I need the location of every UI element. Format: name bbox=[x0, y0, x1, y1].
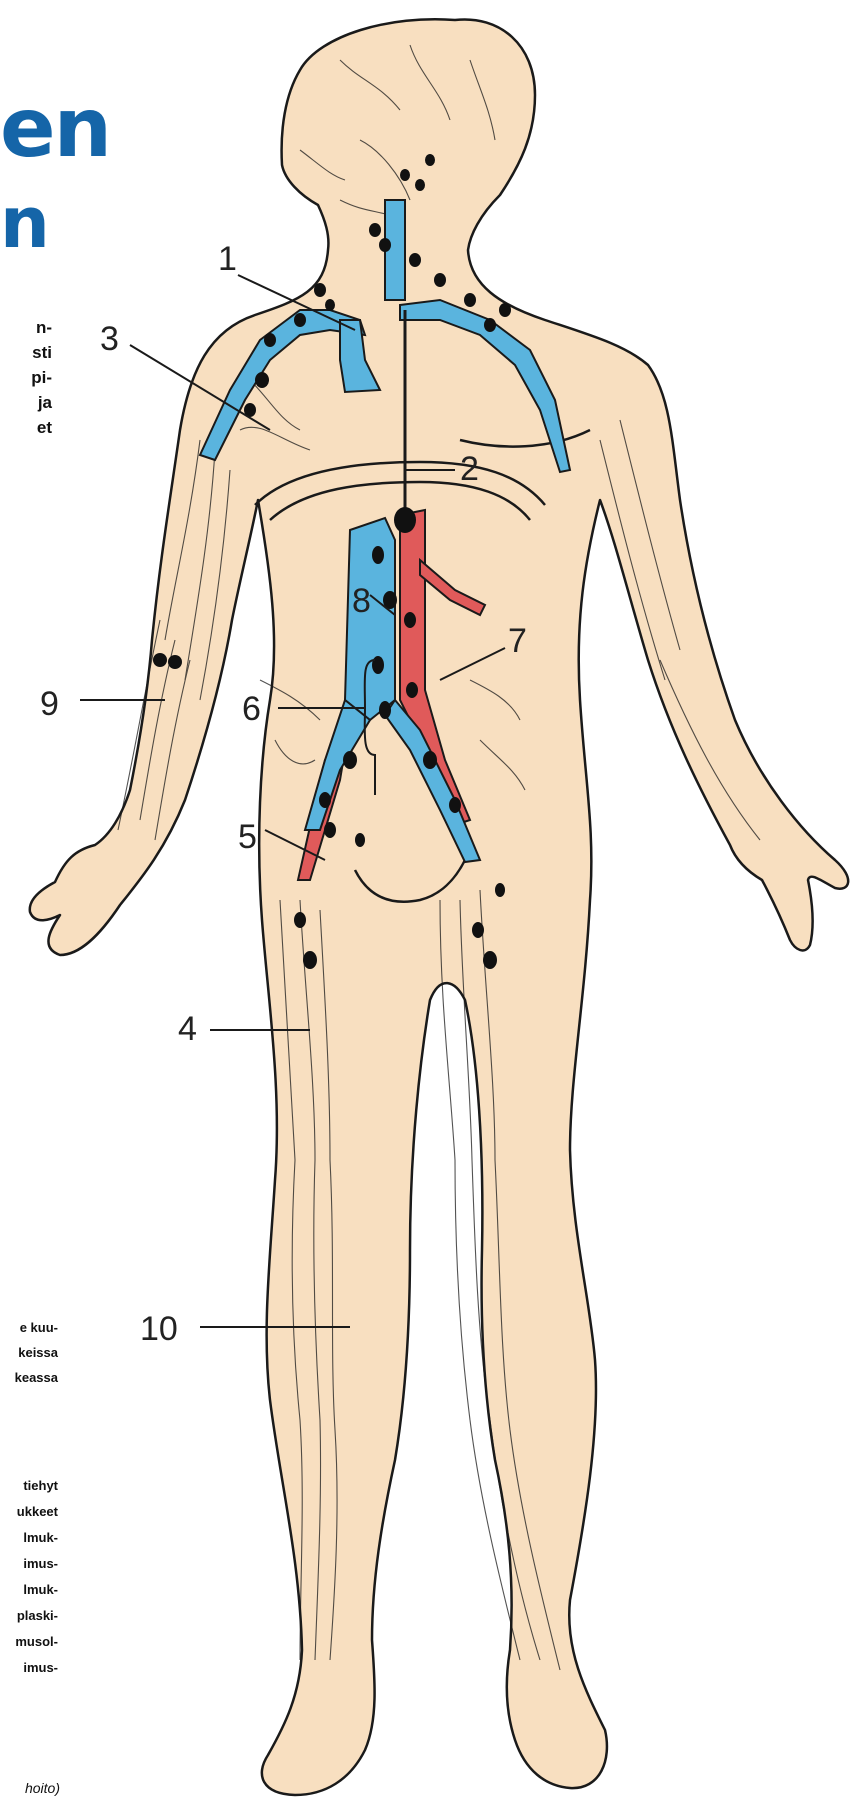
lymph-node bbox=[324, 822, 336, 838]
lymph-node bbox=[423, 751, 437, 769]
lymph-node bbox=[319, 792, 331, 808]
lymph-node bbox=[343, 751, 357, 769]
lymph-node bbox=[264, 333, 276, 347]
lymph-node bbox=[495, 883, 505, 897]
callout-4: 4 bbox=[178, 1010, 197, 1048]
lymph-node bbox=[369, 223, 381, 237]
lymph-node bbox=[404, 612, 416, 628]
lymph-node bbox=[355, 833, 365, 847]
lymph-node bbox=[314, 283, 326, 297]
callout-5: 5 bbox=[238, 818, 257, 856]
lymph-node bbox=[434, 273, 446, 287]
lymph-node bbox=[409, 253, 421, 267]
lymph-node bbox=[415, 179, 425, 191]
lymph-node bbox=[449, 797, 461, 813]
lymph-node bbox=[255, 372, 269, 388]
lymph-node bbox=[406, 682, 418, 698]
lymph-node bbox=[303, 951, 317, 969]
lymph-node bbox=[294, 912, 306, 928]
lymph-node bbox=[379, 238, 391, 252]
lymph-node bbox=[484, 318, 496, 332]
lymph-node bbox=[168, 655, 182, 669]
lymph-node bbox=[379, 701, 391, 719]
lymph-node bbox=[372, 656, 384, 674]
callout-6: 6 bbox=[242, 690, 261, 728]
callout-9: 9 bbox=[40, 685, 59, 723]
lymph-node bbox=[294, 313, 306, 327]
callout-3: 3 bbox=[100, 320, 119, 358]
lymph-node bbox=[372, 546, 384, 564]
lymph-node bbox=[472, 922, 484, 938]
lymph-node bbox=[499, 303, 511, 317]
lymph-node bbox=[483, 951, 497, 969]
lymph-node bbox=[325, 299, 335, 311]
lymph-node bbox=[153, 653, 167, 667]
callout-7: 7 bbox=[508, 622, 527, 660]
lymph-node bbox=[464, 293, 476, 307]
lymph-node bbox=[400, 169, 410, 181]
lymph-node bbox=[394, 507, 416, 533]
callout-10: 10 bbox=[140, 1310, 178, 1348]
lymph-node bbox=[425, 154, 435, 166]
callout-8: 8 bbox=[352, 582, 371, 620]
callout-2: 2 bbox=[460, 450, 479, 488]
callout-1: 1 bbox=[218, 240, 237, 278]
